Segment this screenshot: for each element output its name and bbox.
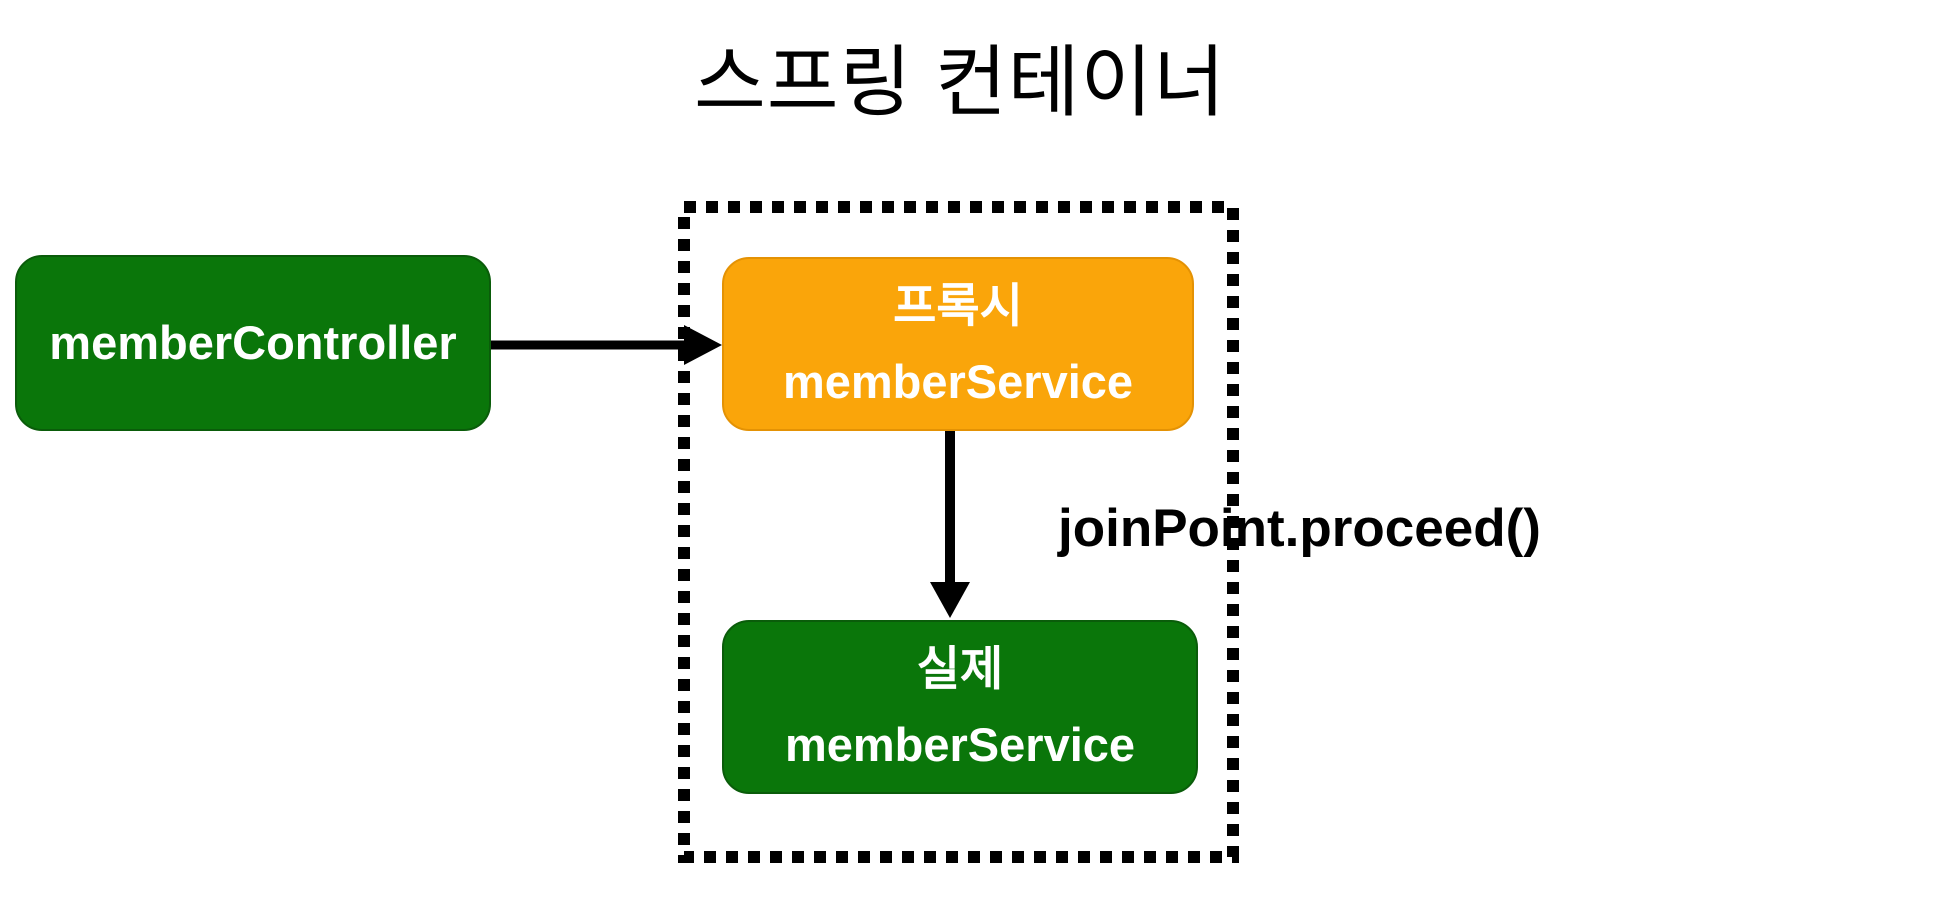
node-member-controller: memberController — [15, 255, 491, 431]
node-proxy-label-line2: memberService — [782, 355, 1134, 408]
node-proxy-label-line1: 프록시 — [893, 278, 1023, 332]
node-real-label-line1: 실제 — [916, 641, 1004, 695]
arrow-proxy-to-real — [930, 431, 970, 618]
node-proxy-member-service: 프록시 memberService — [722, 257, 1194, 431]
diagram-title: 스프링 컨테이너 — [694, 38, 1226, 126]
arrow-controller-to-proxy — [491, 325, 722, 365]
node-member-controller-label: memberController — [49, 315, 457, 369]
node-real-label-line2: memberService — [784, 718, 1136, 771]
joinpoint-proceed-label: joinPoint.proceed() — [1058, 499, 1541, 558]
node-real-member-service: 실제 memberService — [722, 620, 1198, 794]
spring-container-dotted-border — [678, 201, 1239, 863]
